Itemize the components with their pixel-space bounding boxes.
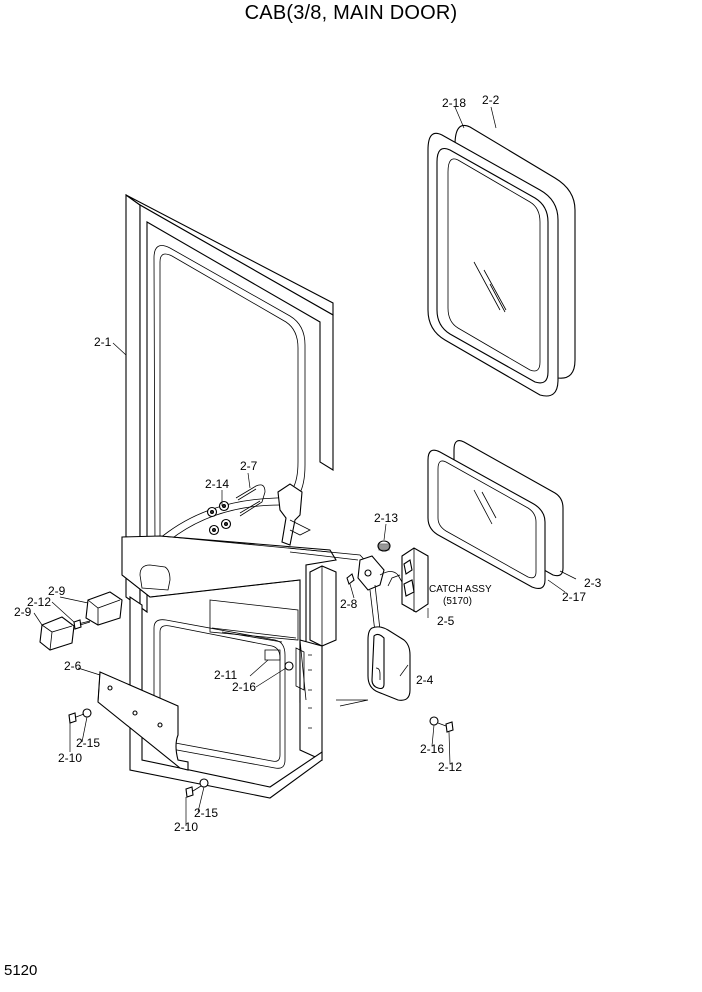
label-2-12-right: 2-12 <box>438 760 462 774</box>
label-2-16-right: 2-16 <box>420 742 444 756</box>
upper-window-glass <box>427 124 576 397</box>
main-door-frame <box>121 193 369 799</box>
label-2-9-lower: 2-9 <box>14 605 32 619</box>
label-2-18: 2-18 <box>442 96 466 110</box>
catch-assy-label: CATCH ASSY <box>429 584 492 595</box>
cap-part <box>377 540 391 552</box>
page-number: 5120 <box>4 962 38 979</box>
label-2-15-left: 2-15 <box>76 736 100 750</box>
bolt-left <box>73 619 91 630</box>
rubber-bumpers <box>39 591 123 651</box>
label-2-2: 2-2 <box>482 93 500 107</box>
lower-window-glass <box>427 440 564 589</box>
label-2-14: 2-14 <box>205 477 229 491</box>
leader-lines <box>33 106 577 826</box>
label-2-9-upper: 2-9 <box>48 584 66 598</box>
cover-plate <box>97 671 189 771</box>
catch-assy <box>387 547 429 613</box>
label-2-10-bottom: 2-10 <box>174 820 198 834</box>
label-2-13: 2-13 <box>374 511 398 525</box>
outside-handle <box>367 626 411 701</box>
label-2-16-left: 2-16 <box>232 680 256 694</box>
label-2-10-left: 2-10 <box>58 751 82 765</box>
label-2-7: 2-7 <box>240 459 258 473</box>
label-2-5: 2-5 <box>437 614 455 628</box>
u-bolt-and-nuts <box>206 484 266 536</box>
label-2-3: 2-3 <box>584 576 602 590</box>
label-2-11: 2-11 <box>214 668 237 682</box>
label-2-4: 2-4 <box>416 673 434 687</box>
label-2-8: 2-8 <box>340 597 358 611</box>
catch-assy-ref: (5170) <box>443 596 472 607</box>
inside-handle-linkage <box>277 483 403 633</box>
page-title: CAB(3/8, MAIN DOOR) <box>244 2 458 24</box>
label-2-15-bottom: 2-15 <box>194 806 218 820</box>
label-2-12-left: 2-12 <box>27 595 51 609</box>
label-2-6: 2-6 <box>64 659 82 673</box>
bolts-and-washers-right <box>429 716 454 733</box>
label-2-1: 2-1 <box>94 335 112 349</box>
label-2-17: 2-17 <box>562 590 586 604</box>
part-labels: 2-1 2-2 2-18 2-3 2-17 2-7 2-14 2-13 2-8 … <box>14 93 602 834</box>
